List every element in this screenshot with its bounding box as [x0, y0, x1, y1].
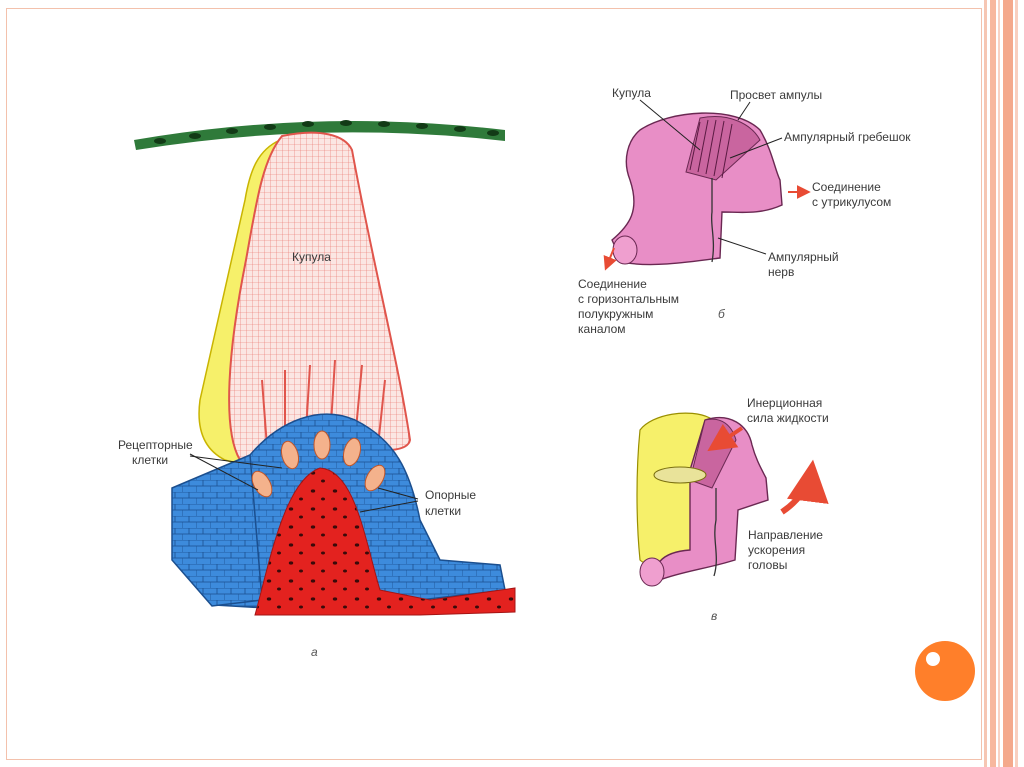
label-canal-connection-line1: Соединение [578, 277, 647, 291]
label-support-cells-line1: Опорные [425, 488, 477, 502]
crest-tissue [254, 467, 516, 616]
label-support-cells-line2: клетки [425, 504, 462, 518]
label-canal-connection-line4: каналом [578, 322, 626, 336]
panel-c-drawing [636, 412, 829, 587]
decor-stripe [998, 0, 1000, 767]
decor-stripe [984, 0, 987, 767]
epithelium-band [134, 121, 505, 150]
label-ampullary-nerve-line1: Ампулярный [768, 250, 839, 264]
label-ampullary-crest: Ампулярный гребешок [784, 130, 911, 144]
label-ampullary-nerve-line2: нерв [768, 265, 795, 279]
label-head-acceleration-line2: ускорения [748, 543, 806, 557]
label-receptor-cells-line2: клетки [132, 453, 169, 467]
label-cupula-a: Купула [292, 250, 331, 264]
slide-frame [6, 8, 982, 760]
label-ampulla-lumen: Просвет ампулы [730, 88, 823, 102]
panel-a-drawing [134, 120, 516, 616]
label-utricle-connection-line1: Соединение [812, 180, 881, 194]
circle-notch-icon[interactable] [914, 640, 976, 702]
label-canal-connection-line3: полукружным [578, 307, 654, 321]
label-receptor-cells-line1: Рецепторные [118, 438, 193, 452]
label-inertial-force-line2: сила жидкости [747, 411, 829, 425]
decor-stripe [1015, 0, 1018, 767]
panel-letter-a: а [311, 645, 318, 659]
label-cupula-b: Купула [612, 86, 651, 100]
label-head-acceleration-line3: головы [748, 558, 788, 572]
label-inertial-force-line1: Инерционная [747, 396, 823, 410]
panel-b-drawing [603, 99, 811, 271]
panel-letter-b: б [718, 307, 725, 321]
label-head-acceleration-line1: Направление [748, 528, 823, 542]
label-canal-connection-line2: с горизонтальным [578, 292, 679, 306]
label-utricle-connection-line2: с утрикулусом [812, 195, 892, 209]
decor-stripe [990, 0, 996, 767]
panel-letter-c: в [711, 609, 718, 623]
decor-stripe [1003, 0, 1013, 767]
